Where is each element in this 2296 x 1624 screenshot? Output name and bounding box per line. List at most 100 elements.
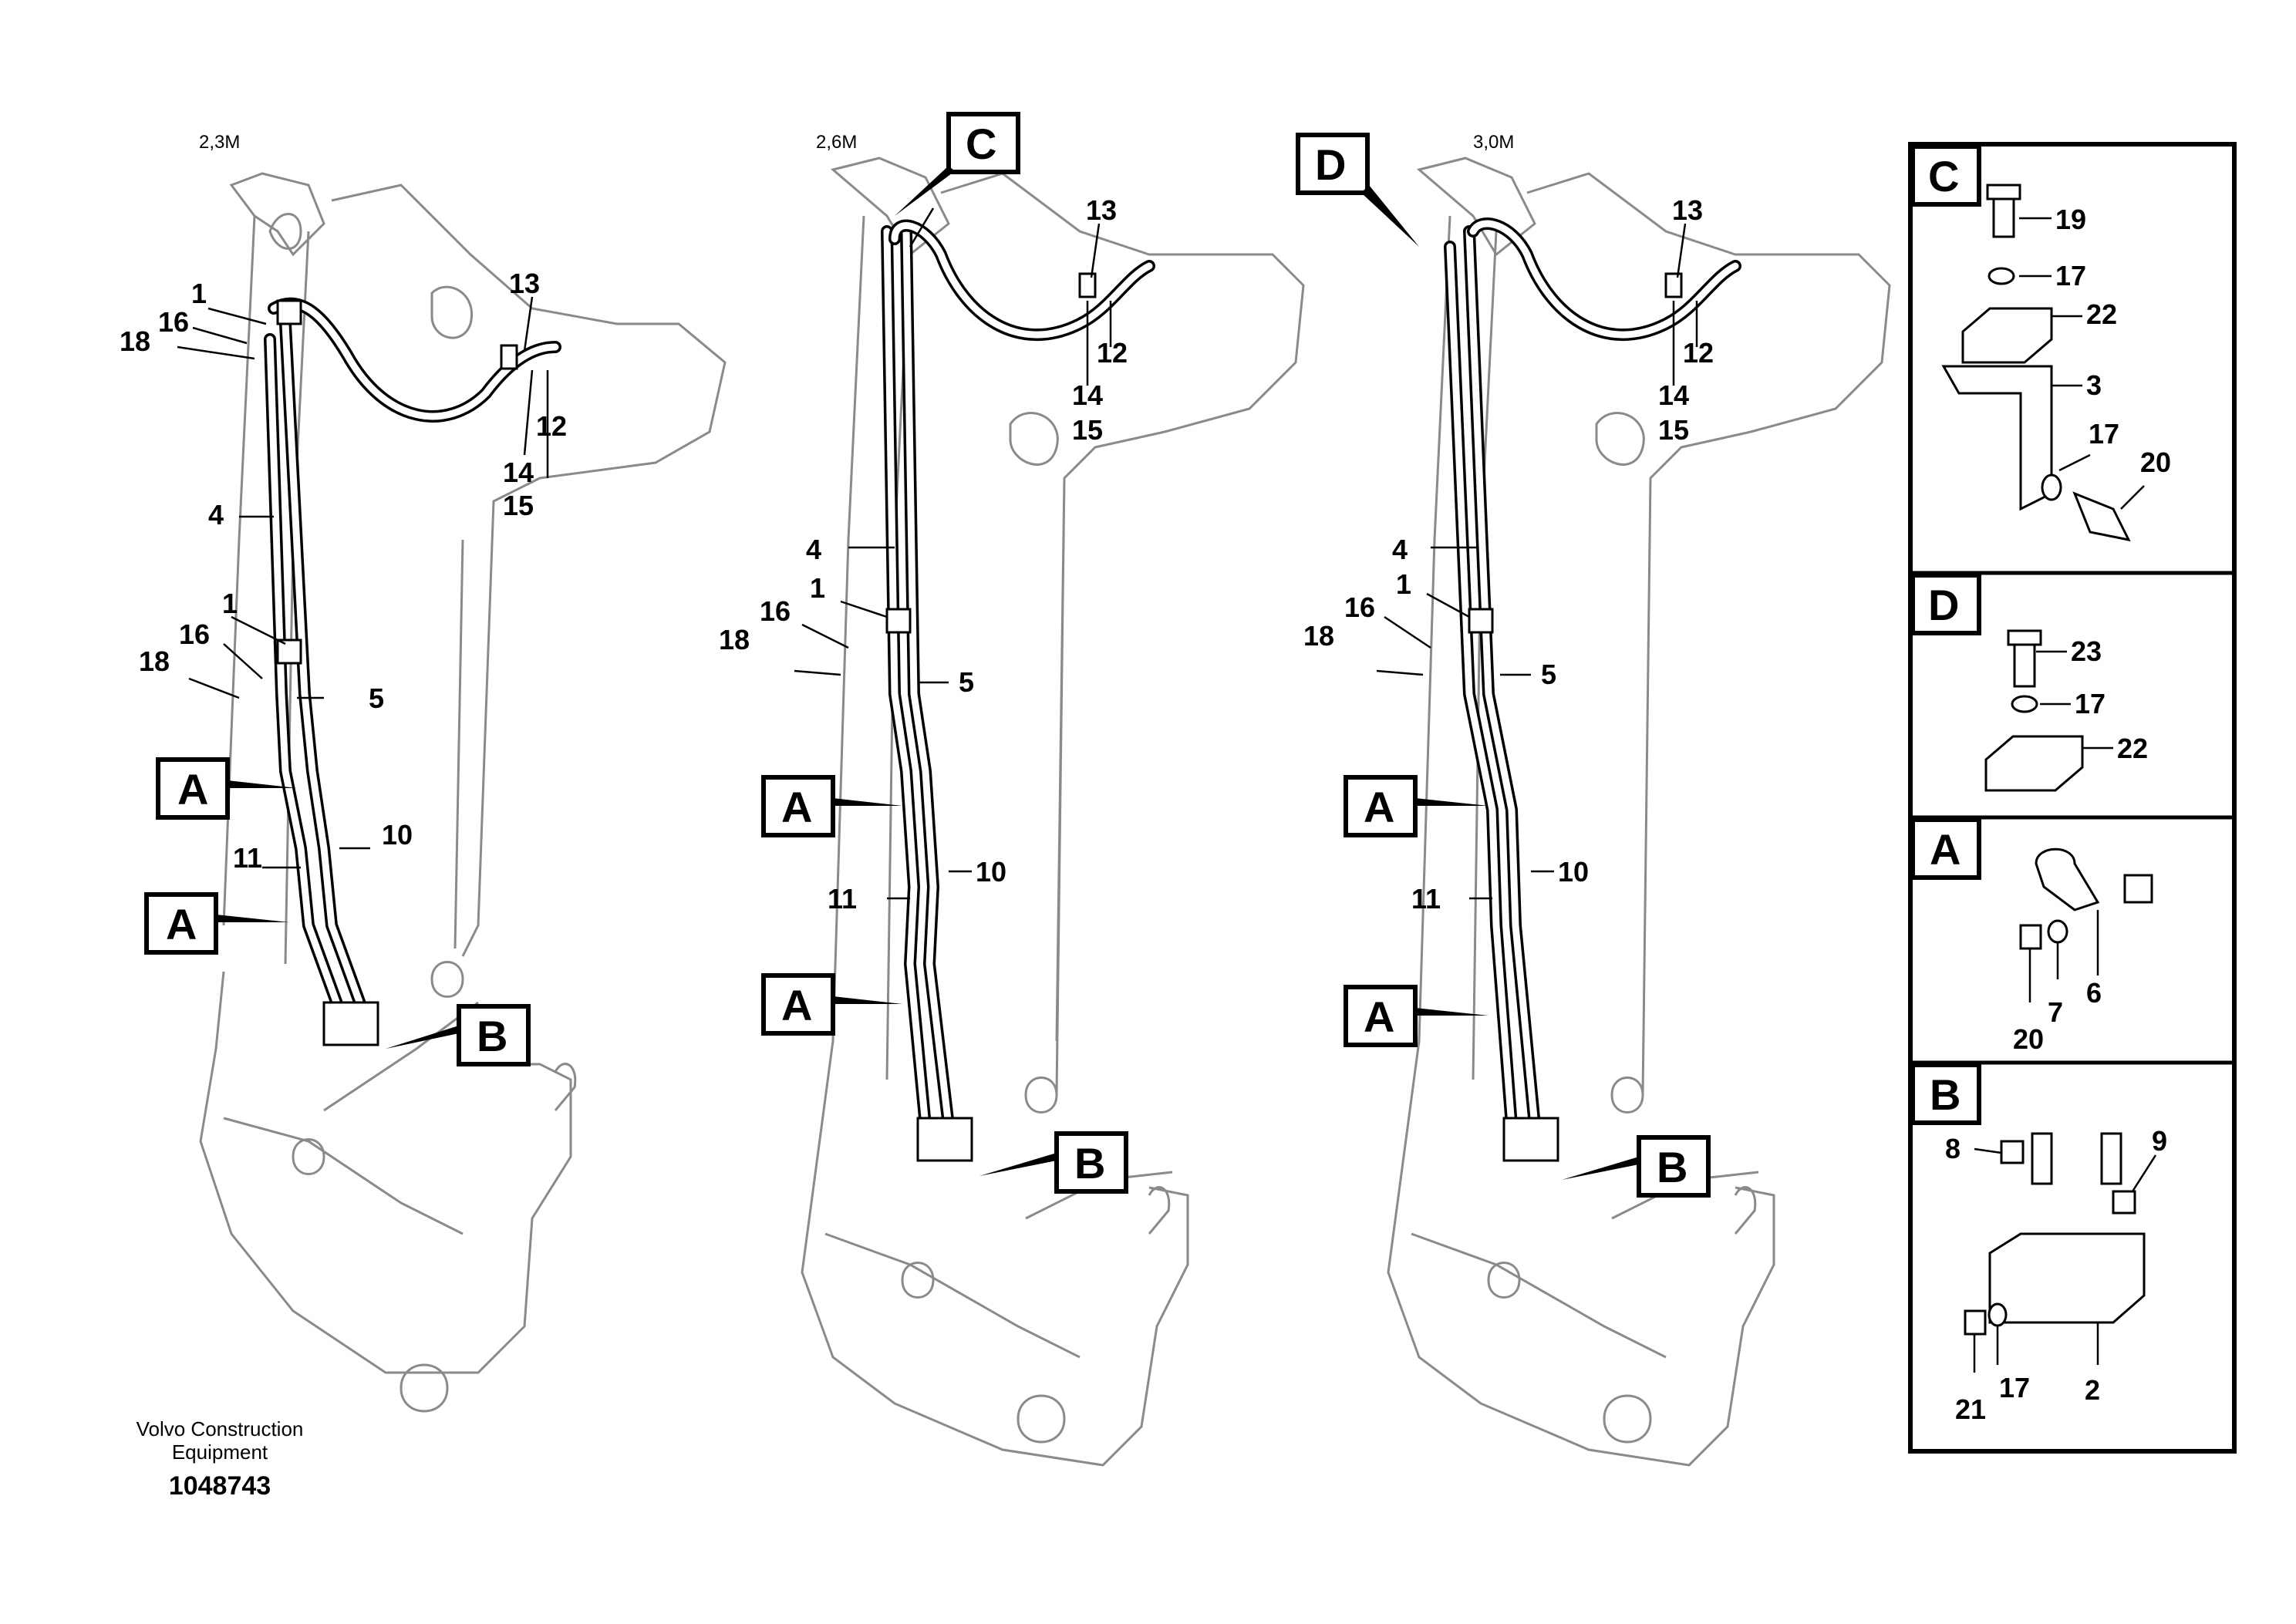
label-12-1: 12 (536, 410, 567, 442)
svg-text:B: B (477, 1012, 507, 1060)
washer-7 (2047, 919, 2068, 944)
svg-text:A: A (177, 765, 208, 814)
clamp-22d (1984, 735, 2084, 792)
callout-d: D (1296, 133, 1419, 247)
plug-9 (2112, 1190, 2136, 1215)
manifold-3 (1502, 1117, 1559, 1162)
callout-b-2: B (979, 1131, 1128, 1194)
label-23: 23 (2071, 635, 2102, 667)
detail-panel: C 19 17 22 3 17 20 D 23 17 (1908, 142, 2237, 1454)
boom-outline-2 (801, 157, 1305, 1467)
svg-text:A: A (1930, 825, 1961, 874)
label-15-1: 15 (503, 490, 534, 521)
clamp-6 (2035, 847, 2100, 911)
label-22c: 22 (2086, 298, 2117, 330)
arm-variant-2: 2,6M 13 12 14 15 4 1 16 18 5 11 10 C A (719, 112, 1305, 1467)
boom-outline-1 (199, 172, 727, 1413)
label-20a: 20 (2013, 1023, 2044, 1055)
label-4-3: 4 (1392, 534, 1408, 565)
label-12-2: 12 (1097, 337, 1128, 369)
svg-text:A: A (1364, 783, 1394, 831)
callout-a1-2: A (761, 775, 902, 837)
label-14-2: 14 (1072, 379, 1103, 411)
washer-17b (2041, 473, 2062, 501)
label-17b: 17 (1999, 1372, 2030, 1403)
svg-text:C: C (966, 120, 996, 168)
callout-b-1: B (386, 1004, 531, 1066)
callout-b-3: B (1562, 1135, 1711, 1198)
label-13-1: 13 (509, 268, 540, 299)
company-line1: Volvo Construction (137, 1417, 304, 1440)
variant-label-3: 3,0M (1473, 132, 1514, 153)
label-10-3: 10 (1558, 856, 1589, 888)
svg-text:B: B (1074, 1139, 1105, 1188)
label-21: 21 (1955, 1393, 1986, 1425)
label-5-2: 5 (959, 666, 974, 698)
boom-outline-3 (1387, 157, 1891, 1467)
label-10-2: 10 (976, 856, 1006, 888)
manifold-2 (916, 1117, 973, 1162)
label-11-1: 11 (233, 842, 262, 874)
bolt-21 (1964, 1309, 1987, 1336)
label-6: 6 (2086, 977, 2102, 1009)
svg-text:D: D (1928, 581, 1959, 629)
label-16-3: 16 (1344, 591, 1375, 623)
svg-text:A: A (1364, 992, 1394, 1041)
label-1a-1: 1 (191, 278, 207, 309)
callout-c: C (895, 112, 1020, 216)
clamp-13-2 (1078, 272, 1097, 298)
arm-variant-3: 3,0M 13 12 14 15 4 1 16 18 5 11 10 D A (1296, 132, 1891, 1467)
label-15-2: 15 (1072, 414, 1103, 446)
clamp-22 (1961, 307, 2053, 364)
callout-a2-1: A (144, 892, 289, 955)
variant-label-1: 2,3M (199, 132, 240, 153)
svg-text:A: A (781, 981, 812, 1029)
label-11-3: 11 (1411, 883, 1441, 915)
footer: Volvo Construction Equipment 1048743 (137, 1417, 304, 1501)
label-4-2: 4 (806, 534, 821, 565)
label-18-2: 18 (719, 624, 750, 655)
svg-text:A: A (166, 900, 197, 948)
callout-a2-2: A (761, 973, 902, 1036)
clamp-1a-1 (276, 299, 302, 325)
callout-a2-3: A (1344, 985, 1489, 1047)
label-18-3: 18 (1303, 620, 1334, 652)
clamp-13-1 (500, 344, 518, 370)
label-5-1: 5 (369, 682, 384, 714)
plug-8 (2000, 1140, 2025, 1164)
label-11-2: 11 (828, 883, 857, 915)
label-9: 9 (2152, 1125, 2167, 1157)
clamp-13-3 (1664, 272, 1683, 298)
detail-d: D 23 17 22 (1910, 573, 2148, 792)
label-16a-1: 16 (158, 306, 189, 338)
label-17c-a: 17 (2055, 260, 2086, 291)
bolt-20a (2019, 924, 2042, 950)
bolt-23 (2013, 638, 2036, 688)
washer-17e (1988, 1302, 2008, 1327)
svg-text:C: C (1928, 152, 1959, 200)
label-1b-1: 1 (222, 588, 238, 619)
detail-b: B 8 9 21 17 2 (1910, 1063, 2167, 1425)
label-16-2: 16 (760, 595, 791, 627)
fitting-b (2100, 1132, 2122, 1185)
clamp-1-3 (1468, 608, 1494, 634)
label-14-1: 14 (503, 457, 534, 488)
detail-c: C 19 17 22 3 17 20 (1910, 144, 2171, 542)
label-8: 8 (1945, 1133, 1961, 1164)
callout-a1-1: A (156, 757, 297, 820)
arm-variant-1: 2,3M 1 16 18 13 12 14 15 4 1 16 18 5 10 … (120, 132, 727, 1413)
company-line2: Equipment (172, 1440, 268, 1464)
manifold-1 (322, 1001, 379, 1046)
detail-a: A 6 7 20 (1910, 817, 2153, 1055)
label-7: 7 (2048, 996, 2063, 1028)
label-20c: 20 (2140, 446, 2171, 478)
washer-17a (1988, 267, 2015, 285)
callout-a1-3: A (1344, 775, 1489, 837)
svg-text:B: B (1930, 1070, 1961, 1119)
svg-text:B: B (1657, 1143, 1687, 1191)
label-10-1: 10 (382, 819, 413, 851)
label-17d: 17 (2075, 688, 2106, 719)
bracket-3 (1941, 365, 2053, 511)
washer-17d (2011, 695, 2038, 713)
